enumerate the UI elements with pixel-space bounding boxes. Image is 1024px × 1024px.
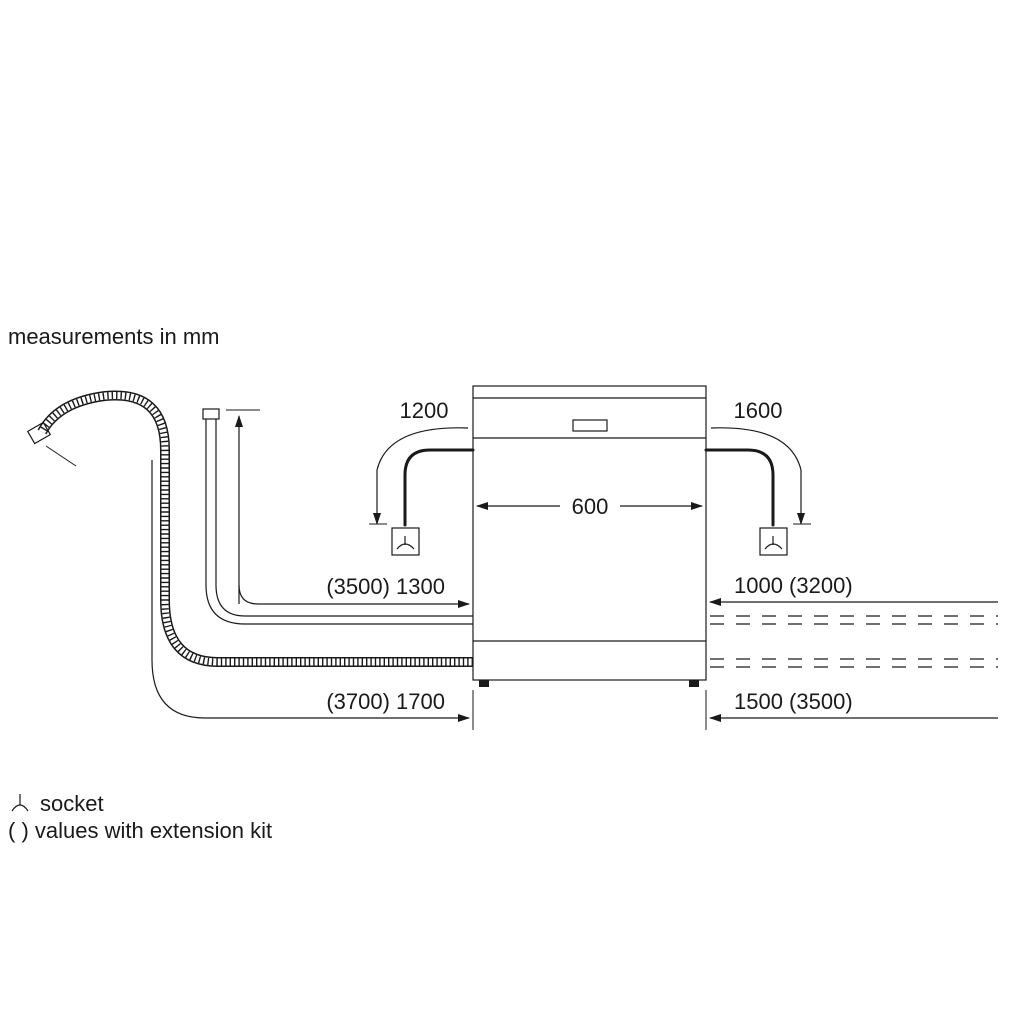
left-drain-label: (3700) 1700 (326, 689, 445, 714)
legend-socket: socket (40, 791, 104, 816)
socket-icon (11, 794, 29, 812)
drain-hose-icon (26, 390, 473, 667)
right-power-cable: 1600 (704, 398, 811, 556)
inlet-hose-icon (202, 408, 473, 625)
left-foot (479, 680, 489, 687)
right-power-label: 1600 (734, 398, 783, 423)
legend: socket ( ) values with extension kit (8, 791, 272, 843)
right-drain-label: 1500 (3500) (734, 689, 853, 714)
control-panel-display (572, 419, 608, 432)
legend-extension: ( ) values with extension kit (8, 818, 272, 843)
right-foot (689, 680, 699, 687)
left-inlet-label: (3500) 1300 (326, 574, 445, 599)
left-power-cable: 1200 (369, 398, 475, 556)
width-dimension: 600 (476, 494, 703, 519)
right-inlet-label: 1000 (3200) (734, 573, 853, 598)
page-title: measurements in mm (8, 324, 220, 349)
left-drain-dimension: (3700) 1700 (151, 460, 474, 730)
right-hose-routing: 1000 (3200) 1500 (3500) (705, 573, 998, 730)
left-inlet-dimension: (3500) 1300 (226, 409, 470, 608)
width-label: 600 (572, 494, 609, 519)
left-power-label: 1200 (400, 398, 449, 423)
socket-icon (391, 527, 420, 556)
dishwasher-front (472, 385, 707, 687)
socket-icon (759, 527, 788, 556)
